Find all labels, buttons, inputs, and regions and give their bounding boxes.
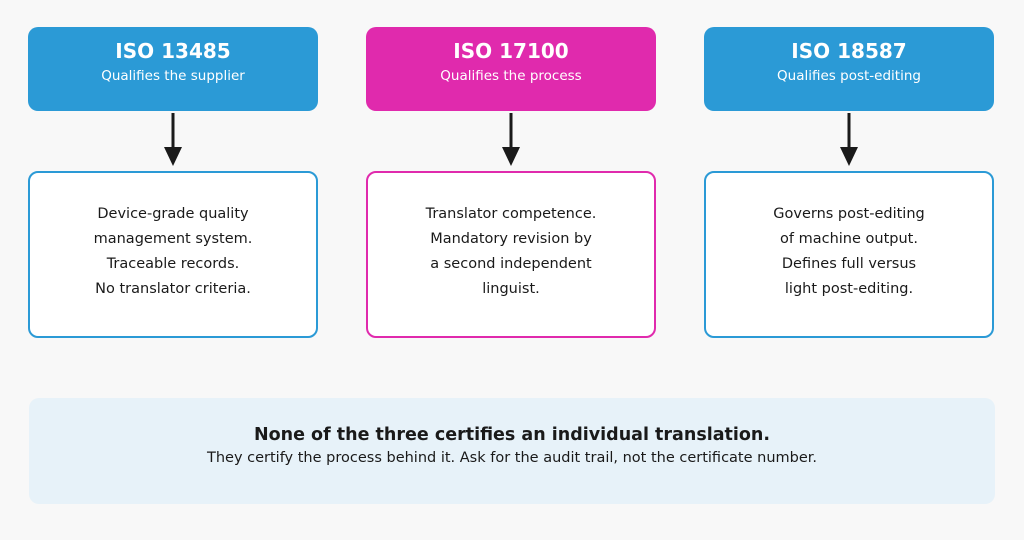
- header-title: ISO 13485: [115, 39, 231, 63]
- column-iso-13485: ISO 13485 Qualifies the supplier Device-…: [28, 0, 318, 340]
- description-line: light post-editing.: [784, 280, 914, 297]
- down-arrow-icon: [840, 113, 858, 166]
- description-line: Traceable records.: [106, 255, 240, 272]
- down-arrow-icon: [164, 113, 182, 166]
- column-iso-17100: ISO 17100 Qualifies the process Translat…: [366, 0, 656, 340]
- header-subtitle: Qualifies the process: [440, 68, 582, 84]
- description-box-iso-17100: Translator competence. Mandatory revisio…: [366, 171, 656, 338]
- description-line: Defines full versus: [781, 255, 917, 272]
- down-arrow-icon: [502, 113, 520, 166]
- header-box-iso-13485: ISO 13485 Qualifies the supplier: [28, 27, 318, 111]
- header-title: ISO 17100: [453, 39, 569, 63]
- description-line: linguist.: [482, 280, 540, 297]
- summary-subtitle: They certify the process behind it. Ask …: [206, 450, 818, 466]
- header-subtitle: Qualifies the supplier: [101, 68, 245, 84]
- description-line: a second independent: [430, 255, 592, 272]
- description-box-iso-13485: Device-grade quality management system. …: [28, 171, 318, 338]
- header-box-iso-18587: ISO 18587 Qualifies post-editing: [704, 27, 994, 111]
- header-title: ISO 18587: [791, 39, 907, 63]
- summary-callout: None of the three certifies an individua…: [29, 398, 995, 504]
- description-line: Mandatory revision by: [430, 230, 592, 247]
- description-line: Device-grade quality: [97, 205, 249, 222]
- description-box-iso-18587: Governs post-editing of machine output. …: [704, 171, 994, 338]
- column-iso-18587: ISO 18587 Qualifies post-editing Governs…: [704, 0, 994, 340]
- description-line: Translator competence.: [425, 205, 597, 222]
- description-line: of machine output.: [780, 230, 918, 247]
- description-line: management system.: [93, 230, 253, 247]
- summary-title: None of the three certifies an individua…: [253, 425, 771, 445]
- header-subtitle: Qualifies post-editing: [777, 68, 921, 84]
- header-box-iso-17100: ISO 17100 Qualifies the process: [366, 27, 656, 111]
- description-line: No translator criteria.: [95, 280, 251, 297]
- description-line: Governs post-editing: [773, 205, 925, 222]
